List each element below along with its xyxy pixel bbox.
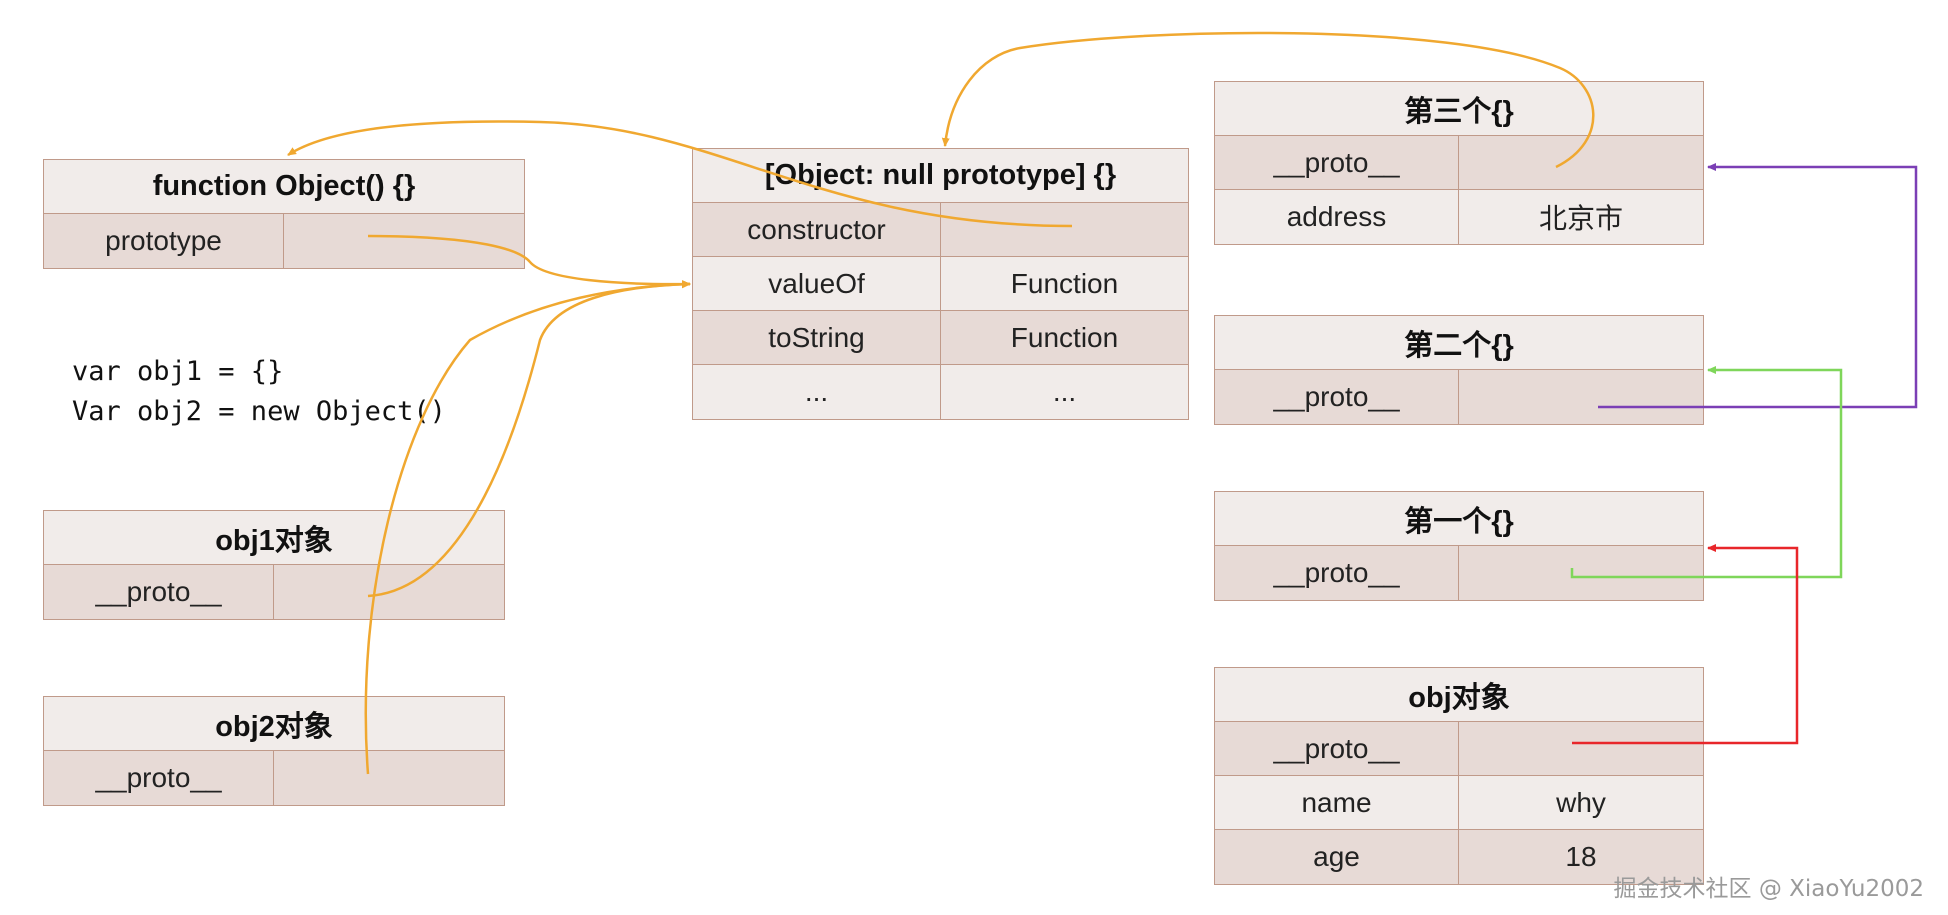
third-address-key: address [1215,190,1459,244]
second-proto-value [1459,370,1703,424]
code-line-1: var obj1 = {} [72,356,284,387]
obj-age-key: age [1215,830,1459,884]
obj2-proto-value [274,751,504,805]
third-proto-key: __proto__ [1215,136,1459,189]
obj-age-value: 18 [1565,841,1597,872]
obj-title: obj对象 [1215,668,1703,722]
obj2-title: obj2对象 [44,697,504,751]
obj1-proto-value [274,565,504,619]
obj2-box: obj2对象 __proto__ [43,696,505,806]
obj-proto-row: __proto__ [1215,722,1703,776]
third-proto-row: __proto__ [1215,136,1703,190]
valueof-value: Function [1010,267,1119,299]
constructor-key: constructor [693,203,941,256]
code-snippet: var obj1 = {} Var obj2 = new Object() [72,352,446,432]
ellipsis-row: ... ... [693,365,1188,419]
first-proto-key: __proto__ [1215,546,1459,600]
first-proto-row: __proto__ [1215,546,1703,600]
obj-name-key: name [1215,776,1459,829]
function-object-title: function Object() {} [44,160,524,214]
constructor-value [941,203,1188,256]
second-proto-row: __proto__ [1215,370,1703,424]
obj-age-row: age 18 [1215,830,1703,884]
prototype-key: prototype [44,214,284,268]
ellipsis-value: ... [1052,376,1077,407]
tostring-key: toString [693,311,941,364]
prototype-row: prototype [44,214,524,268]
third-object-title: 第三个{} [1215,82,1703,136]
obj-proto-value [1459,722,1703,775]
third-address-value: 北京市 [1538,203,1623,234]
valueof-key: valueOf [693,257,941,310]
third-object-box: 第三个{} __proto__ address 北京市 [1214,81,1704,245]
constructor-row: constructor [693,203,1188,257]
obj-proto-key: __proto__ [1215,722,1459,775]
prototype-value [284,214,524,268]
second-object-box: 第二个{} __proto__ [1214,315,1704,425]
valueof-row: valueOf Function [693,257,1188,311]
ellipsis-key: ... [693,365,941,419]
first-proto-value [1459,546,1703,600]
tostring-value: Function [1010,321,1119,353]
obj1-proto-row: __proto__ [44,565,504,619]
null-prototype-box: [Object: null prototype] {} constructor … [692,148,1189,420]
second-proto-key: __proto__ [1215,370,1459,424]
code-line-2: Var obj2 = new Object() [72,396,446,427]
obj2-proto-key: __proto__ [44,751,274,805]
obj1-proto-key: __proto__ [44,565,274,619]
obj1-box: obj1对象 __proto__ [43,510,505,620]
tostring-row: toString Function [693,311,1188,365]
second-object-title: 第二个{} [1215,316,1703,370]
null-prototype-title: [Object: null prototype] {} [693,149,1188,203]
obj2-proto-row: __proto__ [44,751,504,805]
watermark: 掘金技术社区 @ XiaoYu2002 [1613,876,1924,902]
first-object-title: 第一个{} [1215,492,1703,546]
third-proto-value [1459,136,1703,189]
function-object-box: function Object() {} prototype [43,159,525,269]
obj-name-row: name why [1215,776,1703,830]
third-address-row: address 北京市 [1215,190,1703,244]
obj-name-value: why [1556,786,1606,818]
obj1-title: obj1对象 [44,511,504,565]
obj-box: obj对象 __proto__ name why age 18 [1214,667,1704,885]
first-object-box: 第一个{} __proto__ [1214,491,1704,601]
